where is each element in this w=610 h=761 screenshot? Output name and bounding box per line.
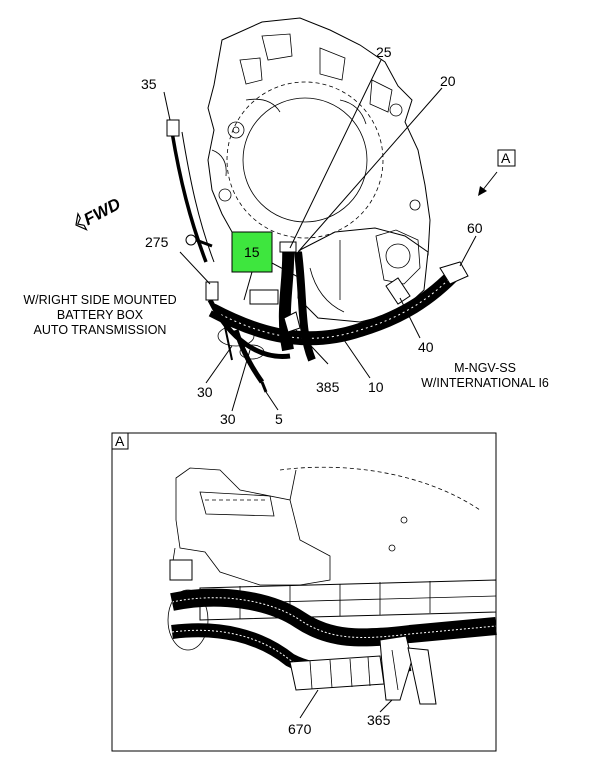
callout-25: 25 xyxy=(376,44,392,60)
highlight-box-15 xyxy=(231,231,273,273)
view-reference: A xyxy=(478,149,516,196)
callout-385: 385 xyxy=(316,379,340,395)
callout-20: 20 xyxy=(440,73,456,89)
callout-15: 15 xyxy=(244,244,260,260)
callout-365: 365 xyxy=(367,712,391,728)
callout-40: 40 xyxy=(418,339,434,355)
callout-60: 60 xyxy=(467,220,483,236)
battery-cable-harness xyxy=(166,119,469,393)
fwd-label: FWD xyxy=(81,194,124,229)
note-right-line1: M-NGV-SS xyxy=(454,361,516,375)
leader-lines xyxy=(163,59,477,412)
callout-35: 35 xyxy=(141,76,157,92)
configuration-note-right: M-NGV-SS W/INTERNATIONAL I6 xyxy=(421,361,549,390)
detail-label: A xyxy=(115,433,125,449)
callout-10: 10 xyxy=(368,379,384,395)
note-left-line2: BATTERY BOX xyxy=(57,308,144,322)
note-left-line3: AUTO TRANSMISSION xyxy=(34,323,167,337)
callout-275: 275 xyxy=(145,234,169,250)
callout-670: 670 xyxy=(288,721,312,737)
configuration-note-left: W/RIGHT SIDE MOUNTED BATTERY BOX AUTO TR… xyxy=(23,293,176,337)
note-left-line1: W/RIGHT SIDE MOUNTED xyxy=(23,293,176,307)
view-ref-label: A xyxy=(501,150,511,166)
forward-indicator: FWD xyxy=(75,194,124,231)
flywheel-housing xyxy=(207,17,431,323)
callout-labels: 35 25 20 60 275 15 40 30 30 385 10 5 xyxy=(141,44,483,427)
callout-30-lower: 30 xyxy=(220,411,236,427)
callout-5: 5 xyxy=(275,411,283,427)
callout-30-upper: 30 xyxy=(197,384,213,400)
note-right-line2: W/INTERNATIONAL I6 xyxy=(421,376,549,390)
detail-view-a: A xyxy=(111,432,497,752)
